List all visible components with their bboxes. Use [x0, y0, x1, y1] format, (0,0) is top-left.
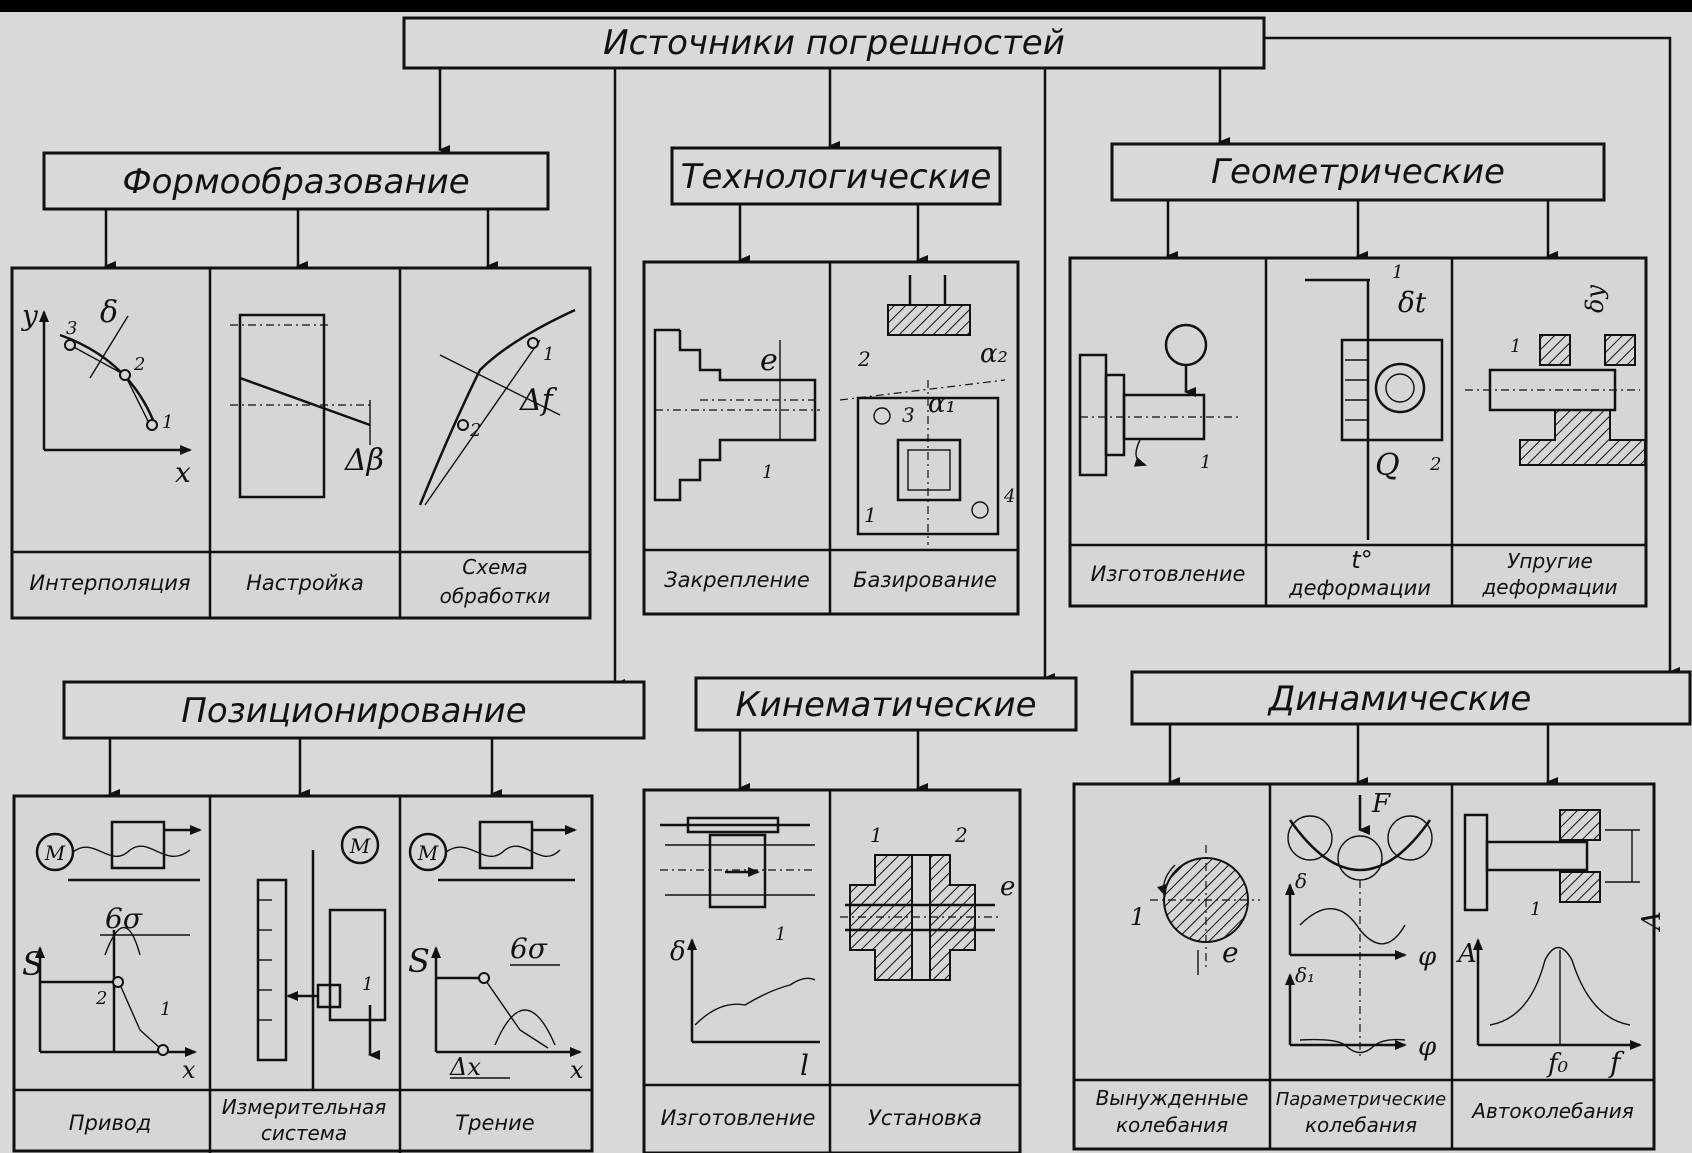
dynamic-panel: 1 e F δ δ₁ φ φ: [1074, 784, 1667, 1149]
figure_labels-phi-label: φ: [1418, 1032, 1437, 1062]
category-formation: Формообразование: [44, 153, 548, 209]
figure_labels-n3-label: 3: [902, 403, 915, 427]
categories-dynamic-label-label: Динамические: [1267, 679, 1532, 719]
formation-panel: y x δ 3 2 1 Δβ 1 2 Δf Интерполяция: [12, 268, 590, 618]
figure_labels-n2-label: 2: [95, 988, 107, 1009]
category-technological: Технологические: [672, 148, 1000, 204]
figure_labels-n1-label: 1: [1392, 262, 1403, 283]
figure_labels-x-label: x: [570, 1056, 584, 1084]
figure_labels-f0-label: f₀: [1546, 1049, 1569, 1079]
figure_labels-S-label: S: [408, 942, 430, 980]
categories-geometric-items-1-label-label: t°: [1351, 546, 1372, 574]
figure_labels-delta-label: δ: [100, 295, 118, 330]
figure_labels-df-label: Δf: [519, 383, 558, 418]
category-positioning: Позиционирование: [64, 682, 644, 738]
figure_labels-n1-label: 1: [775, 924, 786, 945]
figure_labels-n1-label: 1: [1530, 899, 1541, 920]
figure_labels-S-label: S: [22, 945, 44, 983]
categories-dynamic-items-0-label2-label: колебания: [1116, 1113, 1228, 1137]
figure_labels-n1-label: 1: [162, 412, 173, 433]
figure_labels-y-label: y: [20, 299, 39, 332]
figure_labels-alpha2-label: α₂: [980, 339, 1008, 369]
figure_labels-e-label: e: [1000, 872, 1015, 902]
categories-geometric-items-2-label2-label: деформации: [1481, 575, 1617, 599]
categories-technological-label-label: Технологические: [681, 157, 992, 197]
figure_labels-delta_y-label: δy: [1581, 285, 1609, 313]
categories-kinematic-items-1-label-label: Установка: [868, 1106, 982, 1130]
categories-geometric-items-2-label-label: Упругие: [1507, 549, 1593, 573]
categories-technological-items-0-label-label: Закрепление: [664, 568, 810, 592]
category-kinematic: Кинематические: [696, 678, 1076, 730]
categories-dynamic-items-1-label2-label: колебания: [1305, 1113, 1417, 1137]
figure_labels-M-label: M: [44, 841, 66, 865]
kinematic-panel: δ l 1 1 2 e Изготовление Установка: [644, 790, 1020, 1153]
categories-dynamic-items-0-label-label: Вынужденные: [1096, 1086, 1249, 1110]
geometric-panel: 1 δt Q 1 2 δy 1 Изготовление t°: [1070, 258, 1646, 606]
positioning-panel: M S 6σ x 2 1: [14, 796, 592, 1153]
figure_labels-phi-label: φ: [1418, 942, 1437, 972]
figure_labels-delta_t-label: δt: [1398, 286, 1427, 319]
figure_labels-delta1-label: δ₁: [1295, 963, 1315, 987]
formation-label: Формообразование: [122, 162, 469, 202]
category-dynamic: Динамические: [1132, 672, 1690, 724]
figure_labels-A-label: A: [1637, 911, 1667, 932]
figure_labels-Q-label: Q: [1375, 448, 1400, 483]
figure_labels-x-label: x: [175, 456, 191, 489]
categories-positioning-items-1-label-label: Измерительная: [222, 1095, 387, 1119]
categories-positioning-items-0-label-label: Привод: [69, 1111, 152, 1135]
technological-panel: e 1 2 3 1 4 α₁ α₂ Закрепление Базировани…: [644, 262, 1018, 614]
categories-technological-items-1-label-label: Базирование: [853, 568, 997, 592]
figure_labels-l-label: l: [800, 1049, 809, 1082]
figure_labels-n1-label: 1: [1200, 452, 1211, 473]
categories-formation-items-0-label-label: Интерполяция: [29, 571, 190, 595]
figure_labels-n4-label: 4: [1003, 486, 1015, 507]
categories-formation-items-1-label-label: Настройка: [246, 571, 364, 595]
figure_labels-A-label: A: [1456, 939, 1477, 969]
figure_labels-n1-label: 1: [1130, 903, 1145, 931]
figure_labels-n1-label: 1: [870, 823, 883, 847]
figure_labels-n1-label: 1: [864, 503, 877, 527]
figure_labels-sigma6-label: 6σ: [105, 902, 143, 935]
categories-kinematic-items-0-label-label: Изготовление: [661, 1106, 816, 1130]
figure_labels-n3-label: 3: [66, 318, 77, 339]
figure_labels-n1-label: 1: [1510, 336, 1521, 357]
categories-geometric-items-0-label-label: Изготовление: [1091, 562, 1246, 586]
figure_labels-n2-label: 2: [857, 347, 871, 371]
figure_labels-e-label: e: [1222, 936, 1239, 969]
figure_labels-e-label: e: [760, 343, 778, 378]
figure_labels-sigma6-label: 6σ: [510, 932, 548, 965]
figure_labels-n2-label: 2: [1429, 454, 1441, 475]
figure_labels-n1-label: 1: [160, 999, 171, 1020]
figure_labels-M-label: M: [349, 834, 371, 858]
figure_labels-n1-label: 1: [362, 974, 373, 995]
figure_labels-delta-label: δ: [1295, 869, 1307, 893]
figure_labels-n1-label: 1: [762, 462, 773, 483]
categories-dynamic-items-1-label-label: Параметрические: [1276, 1089, 1447, 1110]
categories-geometric-label-label: Геометрические: [1211, 152, 1505, 192]
category-geometric: Геометрические: [1112, 144, 1604, 200]
categories-formation-items-2-label-label: Схема: [462, 555, 527, 579]
figure_labels-n2-label: 2: [469, 420, 481, 441]
categories-formation-items-2-label2-label: обработки: [440, 584, 551, 608]
figure_labels-n1-label: 1: [543, 344, 554, 365]
categories-dynamic-items-2-label-label: Автоколебания: [1470, 1099, 1633, 1123]
categories-positioning-label-label: Позиционирование: [181, 691, 526, 731]
categories-positioning-items-1-label2-label: система: [261, 1121, 347, 1145]
categories-geometric-items-1-label2-label: деформации: [1288, 576, 1431, 600]
figure_labels-dbeta-label: Δβ: [344, 443, 384, 478]
figure_labels-M-label: M: [417, 841, 439, 865]
figure_labels-delta-label: δ: [670, 937, 686, 967]
figure_labels-x-label: x: [182, 1056, 196, 1084]
categories-positioning-items-2-label-label: Трение: [455, 1111, 534, 1135]
root-box: Источники погрешностей: [404, 18, 1264, 68]
figure_labels-n2-label: 2: [954, 823, 968, 847]
root-label: Источники погрешностей: [603, 23, 1065, 63]
figure_labels-n2-label: 2: [133, 354, 145, 375]
figure_labels-dx-label: Δx: [449, 1053, 481, 1081]
figure_labels-F-label: F: [1371, 789, 1391, 819]
categories-kinematic-label-label: Кинематические: [735, 685, 1036, 725]
figure_labels-alpha1-label: α₁: [928, 389, 956, 419]
